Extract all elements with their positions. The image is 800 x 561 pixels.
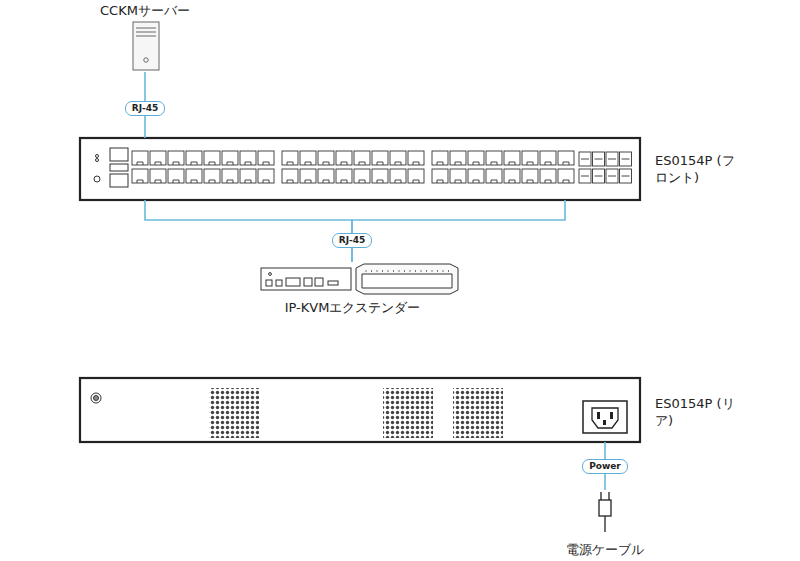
- switch-front-node: ES0154P (フロント): [80, 138, 740, 200]
- node-label: 電源ケーブル: [566, 541, 644, 558]
- cable-badge: Power: [582, 459, 628, 474]
- ip-kvm-extender: [261, 264, 458, 294]
- switch-rear-panel: [80, 378, 640, 442]
- power-plug: [599, 492, 611, 532]
- cable-badge: RJ-45: [332, 233, 373, 248]
- power-cable-node: 電源ケーブル: [545, 490, 665, 558]
- extender-node: IP-KVMエクステンダー: [250, 262, 455, 316]
- node-label: CCKMサーバー: [100, 2, 190, 19]
- server-icon: [133, 22, 159, 70]
- cable-connector: [145, 200, 565, 262]
- node-label: IP-KVMエクステンダー: [285, 299, 421, 316]
- node-label: ES0154P (リア): [655, 395, 735, 429]
- fan-grille: [209, 388, 503, 438]
- switch-front-panel: [80, 138, 640, 200]
- node-label: ES0154P (フロント): [655, 152, 735, 186]
- cable-badge: RJ-45: [125, 101, 166, 116]
- server-node: CCKMサーバー: [95, 2, 195, 72]
- switch-rear-node: ES0154P (リア): [80, 378, 740, 442]
